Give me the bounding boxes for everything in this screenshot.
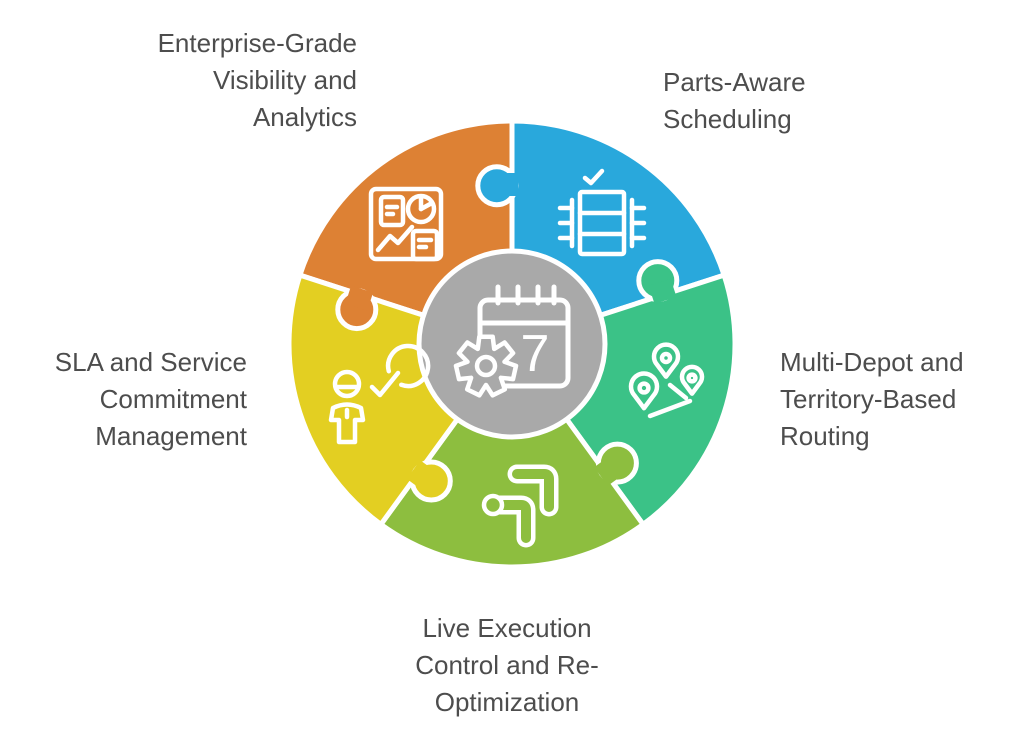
puzzle-knob-neck-routing: [648, 278, 677, 304]
parts-checklist-icon: [557, 168, 647, 257]
puzzle-segment-live: [378, 341, 646, 570]
label-enterprise-analytics: Enterprise-Grade Visibility and Analytic…: [157, 28, 357, 132]
person-check-icon: [328, 343, 431, 445]
label-live-execution: Live Execution Control and Re- Optimizat…: [415, 613, 599, 717]
gear-shape: [453, 334, 519, 398]
center-circle: [416, 248, 608, 440]
calendar-gear-icon: 7: [453, 284, 571, 398]
gear-hole: [474, 354, 498, 378]
reroute-arrows-icon: [481, 464, 559, 548]
analytics-report-icon: [368, 186, 444, 262]
center-number: 7: [521, 325, 550, 383]
map-pins-icon: [628, 342, 705, 419]
gear-icon: [453, 334, 519, 398]
puzzle-knob-neck-parts: [499, 173, 518, 196]
puzzle-knob-neck-analytics: [345, 285, 374, 311]
puzzle-knob-neck-live: [594, 456, 623, 486]
puzzle-knob-neck-sla: [406, 460, 436, 490]
label-multi-depot-routing: Multi-Depot and Territory-Based Routing: [780, 347, 964, 451]
label-parts-aware-scheduling: Parts-Aware Scheduling: [663, 67, 806, 134]
label-sla-management: SLA and Service Commitment Management: [54, 347, 247, 451]
